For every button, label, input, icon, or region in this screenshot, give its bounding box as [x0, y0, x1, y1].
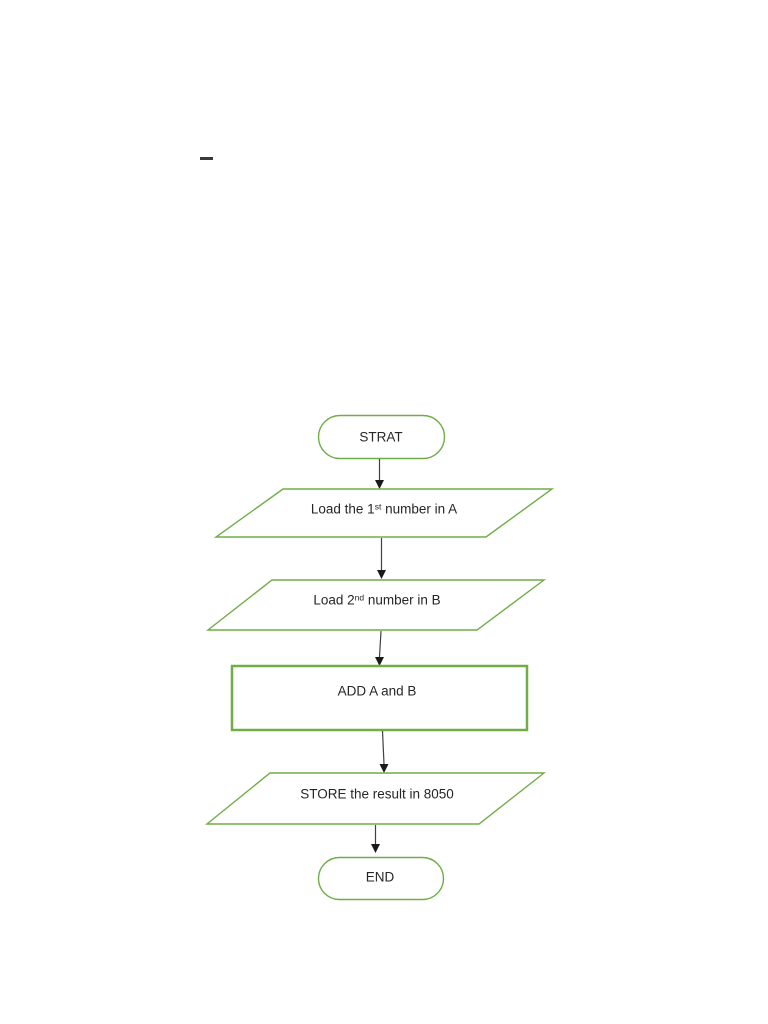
label-text-post: number in A — [381, 501, 458, 517]
connector-line-3 — [378, 630, 382, 658]
connector-line-4 — [381, 730, 385, 765]
label-text-pre: Load 2 — [313, 592, 355, 608]
terminator-shape-start — [317, 414, 446, 460]
arrowhead-icon — [371, 844, 380, 853]
node-label-store: STORE the result in 8050 — [300, 786, 454, 802]
node-label-add: ADD A and B — [337, 683, 417, 699]
node-label-load-1st: Load the 1st number in A — [311, 502, 457, 516]
label-superscript: nd — [354, 592, 365, 603]
label-text-post: number in B — [364, 592, 441, 608]
io-shape-load-2nd — [205, 579, 547, 631]
arrowhead-icon — [379, 764, 389, 773]
label-text-pre: Load the 1 — [310, 501, 375, 517]
process-shape-add — [230, 664, 529, 732]
arrowhead-icon — [377, 570, 386, 579]
node-label-start: STRAT — [359, 429, 403, 445]
stray-dash-mark — [200, 157, 213, 160]
node-label-load-2nd: Load 2nd number in B — [313, 593, 440, 607]
arrowhead-icon — [375, 657, 384, 666]
io-shape-load-1st — [213, 488, 555, 538]
label-superscript: st — [374, 501, 382, 512]
node-label-end: END — [365, 869, 395, 885]
io-shape-store — [205, 772, 547, 825]
arrowhead-icon — [375, 480, 384, 489]
terminator-shape-end — [317, 856, 445, 901]
